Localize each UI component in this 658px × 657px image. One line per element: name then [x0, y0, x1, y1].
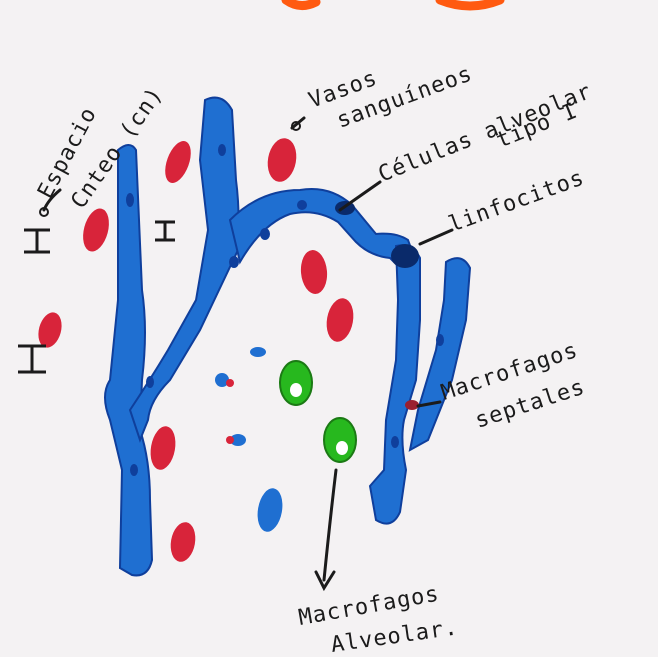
title-fragment	[440, 0, 500, 6]
lymphocyte	[391, 244, 419, 268]
title-fragment	[286, 0, 316, 6]
alveolar-macrophages	[280, 361, 356, 462]
small-cells	[215, 347, 286, 534]
label-lymphocytes: linfocitos	[446, 165, 588, 237]
